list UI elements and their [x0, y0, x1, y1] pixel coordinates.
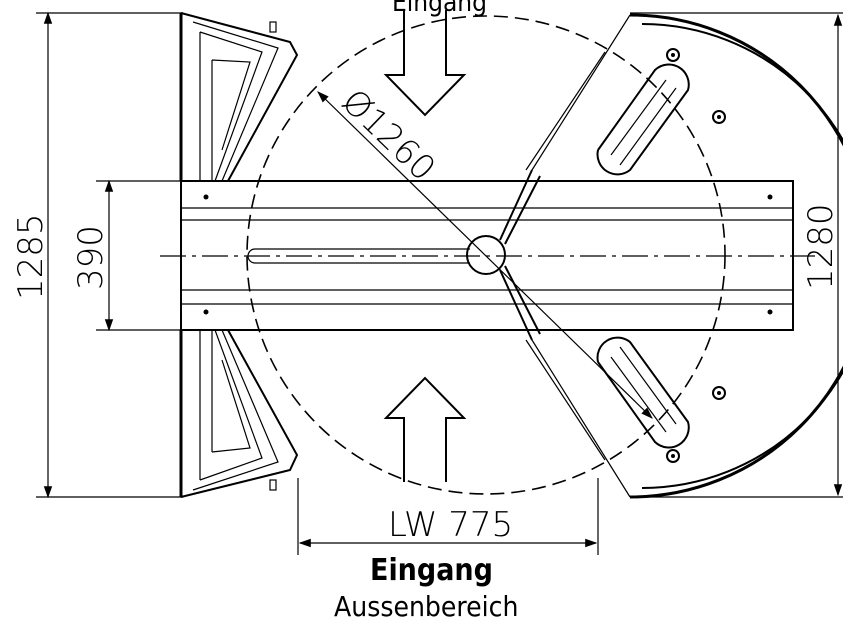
- dim-clear-width: LW 775: [297, 478, 599, 555]
- dim-rail-width: 390: [71, 179, 183, 332]
- swing-circle: [246, 15, 726, 495]
- entrance-label: Eingang: [370, 553, 493, 588]
- diameter-line: [317, 91, 653, 419]
- svg-text:390: 390: [71, 225, 111, 290]
- svg-text:1285: 1285: [11, 213, 51, 300]
- svg-text:LW 775: LW 775: [388, 505, 513, 545]
- diameter-label: Ø1260: [334, 82, 443, 189]
- arrow-up-icon: [383, 376, 467, 482]
- dim-total-height: 1285: [11, 11, 183, 499]
- rail: [160, 180, 815, 331]
- left-wall: [179, 12, 299, 498]
- svg-text:1280: 1280: [801, 203, 841, 290]
- top-entrance-label: Eingang: [392, 0, 487, 18]
- dim-right-height: 1280: [630, 12, 843, 498]
- arrow-down-icon: [383, 10, 467, 117]
- outdoor-area-label: Aussenbereich: [334, 590, 519, 623]
